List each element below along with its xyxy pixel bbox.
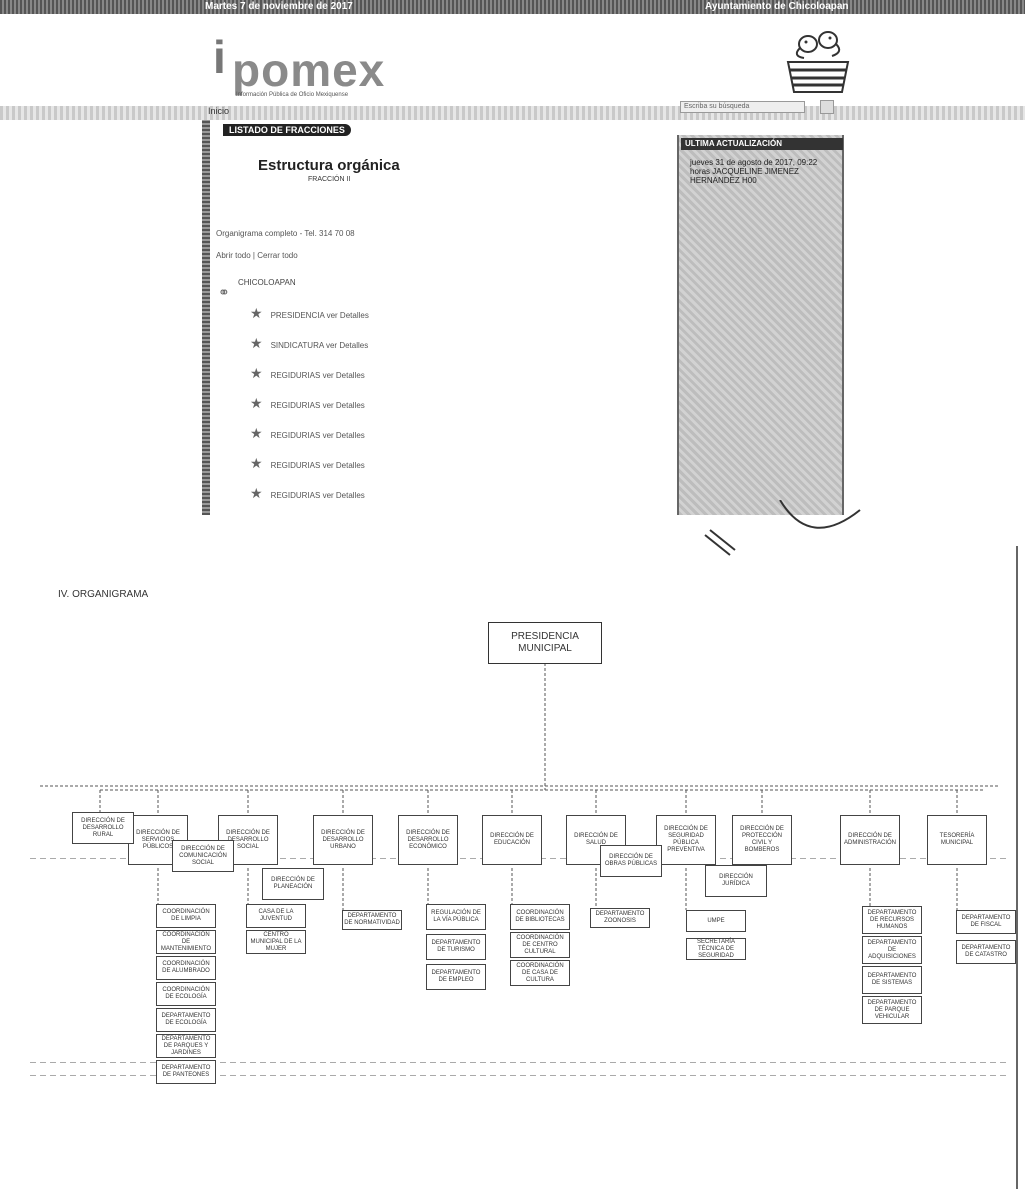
separator <box>30 1075 1010 1076</box>
org-box-sub: DEPARTAMENTO DE EMPLEO <box>426 964 486 990</box>
org-box-sub: CASA DE LA JUVENTUD <box>246 904 306 928</box>
org-box-side: DIRECCIÓN DE DESARROLLO RURAL <box>72 812 134 844</box>
tree-item-label: REGIDURIAS ver Detalles <box>270 371 365 380</box>
org-box-presidencia: PRESIDENCIA MUNICIPAL <box>488 622 602 664</box>
org-box-sub: SECRETARÍA TÉCNICA DE SEGURIDAD <box>686 938 746 960</box>
org-name: Ayuntamiento de Chicoloapan <box>705 1 849 12</box>
page-title: Estructura orgánica <box>258 157 400 174</box>
org-box-sub: COORDINACIÓN DE MANTENIMIENTO <box>156 930 216 954</box>
org-box-sub: DEPARTAMENTO DE ECOLOGÍA <box>156 1008 216 1032</box>
star-icon: ★ <box>250 395 263 411</box>
tree-item[interactable]: ★ REGIDURIAS ver Detalles <box>228 425 365 442</box>
org-box-direccion: DIRECCIÓN DE DESARROLLO ECONÓMICO <box>398 815 458 865</box>
org-box-direccion: DIRECCIÓN DE PROTECCIÓN CIVIL Y BOMBEROS <box>732 815 792 865</box>
org-box-sub: DEPARTAMENTO DE FISCAL <box>956 910 1016 934</box>
home-link[interactable]: Inicio <box>208 106 230 116</box>
star-icon: ★ <box>250 305 263 321</box>
org-box-sub: DEPARTAMENTO DE CATASTRO <box>956 940 1016 964</box>
tree-root[interactable]: CHICOLOAPAN <box>238 278 296 287</box>
date-text: Martes 7 de noviembre de 2017 <box>205 1 353 12</box>
page-subtitle: FRACCIÓN II <box>308 176 351 183</box>
org-box-sub: DEPARTAMENTO DE NORMATIVIDAD <box>342 910 402 930</box>
org-box-direccion: DIRECCIÓN DE SALUD <box>566 815 626 865</box>
birds-nest-icon <box>786 31 850 93</box>
vertical-divider <box>1016 546 1018 1189</box>
tree-root-icon: ⚭ <box>218 284 230 300</box>
tree-item[interactable]: ★ SINDICATURA ver Detalles <box>228 335 368 352</box>
star-icon: ★ <box>250 485 263 501</box>
left-border <box>202 120 210 515</box>
logo[interactable]: pomex <box>232 44 386 96</box>
search-input[interactable]: Escriba su búsqueda <box>680 101 805 113</box>
top-bar: Martes 7 de noviembre de 2017 Ayuntamien… <box>0 0 1025 14</box>
tree-item-label: REGIDURIAS ver Detalles <box>270 491 365 500</box>
org-box-sub: DEPARTAMENTO DE RECURSOS HUMANOS <box>862 906 922 934</box>
org-box-direccion: DIRECCIÓN DE EDUCACIÓN <box>482 815 542 865</box>
org-heading: IV. ORGANIGRAMA <box>58 589 149 600</box>
org-box-sub: DEPARTAMENTO DE PANTEONES <box>156 1060 216 1084</box>
org-box-sub: COORDINACIÓN DE BIBLIOTECAS <box>510 904 570 930</box>
star-icon: ★ <box>250 425 263 441</box>
logo-subtitle: Información Pública de Oficio Mexiquense <box>236 92 349 98</box>
tree-item[interactable]: ★ REGIDURIAS ver Detalles <box>228 455 365 472</box>
org-box-sub: REGULACIÓN DE LA VÍA PÚBLICA <box>426 904 486 930</box>
org-box-sub: COORDINACIÓN DE CASA DE CULTURA <box>510 960 570 986</box>
update-panel <box>677 135 844 515</box>
org-box-sub: CENTRO MUNICIPAL DE LA MUJER <box>246 930 306 954</box>
separator <box>30 1062 1010 1063</box>
contact-line: Organigrama completo - Tel. 314 70 08 <box>216 229 355 238</box>
org-box-sub: DEPARTAMENTO DE ADQUISICIONES <box>862 936 922 964</box>
tree-item[interactable]: ★ REGIDURIAS ver Detalles <box>228 485 365 502</box>
org-box-sub: DEPARTAMENTO DE SISTEMAS <box>862 966 922 994</box>
org-box-side: DIRECCIÓN DE PLANEACIÓN <box>262 868 324 900</box>
org-box-sub: COORDINACIÓN DE ECOLOGÍA <box>156 982 216 1006</box>
star-icon: ★ <box>250 365 263 381</box>
org-box-side: DIRECCIÓN DE OBRAS PÚBLICAS <box>600 845 662 877</box>
org-box-direccion: DIRECCIÓN DE SEGURIDAD PÚBLICA PREVENTIV… <box>656 815 716 865</box>
tree-item-label: REGIDURIAS ver Detalles <box>270 401 365 410</box>
org-box-sub: DEPARTAMENTO DE PARQUES Y JARDINES <box>156 1034 216 1058</box>
star-icon: ★ <box>250 455 263 471</box>
org-box-sub: DEPARTAMENTO DE TURISMO <box>426 934 486 960</box>
org-box-direccion: DIRECCIÓN DE ADMINISTRACIÓN <box>840 815 900 865</box>
org-box-sub: DEPARTAMENTO DE PARQUE VEHICULAR <box>862 996 922 1024</box>
decorative-curves <box>704 500 861 556</box>
expand-collapse-links[interactable]: Abrir todo | Cerrar todo <box>216 251 298 260</box>
tree-item-label: PRESIDENCIA ver Detalles <box>270 311 369 320</box>
org-box-direccion: TESORERÍA MUNICIPAL <box>927 815 987 865</box>
org-box-sub: COORDINACIÓN DE ALUMBRADO <box>156 956 216 980</box>
tree-item[interactable]: ★ REGIDURIAS ver Detalles <box>228 365 365 382</box>
header <box>0 14 1025 118</box>
org-box-side: DIRECCIÓN DE COMUNICACIÓN SOCIAL <box>172 840 234 872</box>
tree-item[interactable]: ★ REGIDURIAS ver Detalles <box>228 395 365 412</box>
tree-item-label: REGIDURIAS ver Detalles <box>270 431 365 440</box>
tree-item-label: REGIDURIAS ver Detalles <box>270 461 365 470</box>
section-tab[interactable]: LISTADO DE FRACCIONES <box>223 124 351 136</box>
tree-item[interactable]: ★ PRESIDENCIA ver Detalles <box>228 305 369 322</box>
tree-item-label: SINDICATURA ver Detalles <box>270 341 369 350</box>
star-icon: ★ <box>250 335 263 351</box>
update-text: jueves 31 de agosto de 2017, 09:22 horas… <box>690 158 818 185</box>
org-box-sub: UMPE <box>686 910 746 932</box>
org-box-sub: DEPARTAMENTO ZOONOSIS <box>590 908 650 928</box>
org-box-side: DIRECCIÓN JURÍDICA <box>705 865 767 897</box>
org-box-direccion: DIRECCIÓN DE DESARROLLO URBANO <box>313 815 373 865</box>
org-box-sub: COORDINACIÓN DE LIMPIA <box>156 904 216 928</box>
search-button[interactable] <box>820 100 834 114</box>
update-title: ULTIMA ACTUALIZACIÓN <box>681 138 843 150</box>
logo-i: i <box>213 31 226 83</box>
org-box-sub: COORDINACIÓN DE CENTRO CULTURAL <box>510 932 570 958</box>
